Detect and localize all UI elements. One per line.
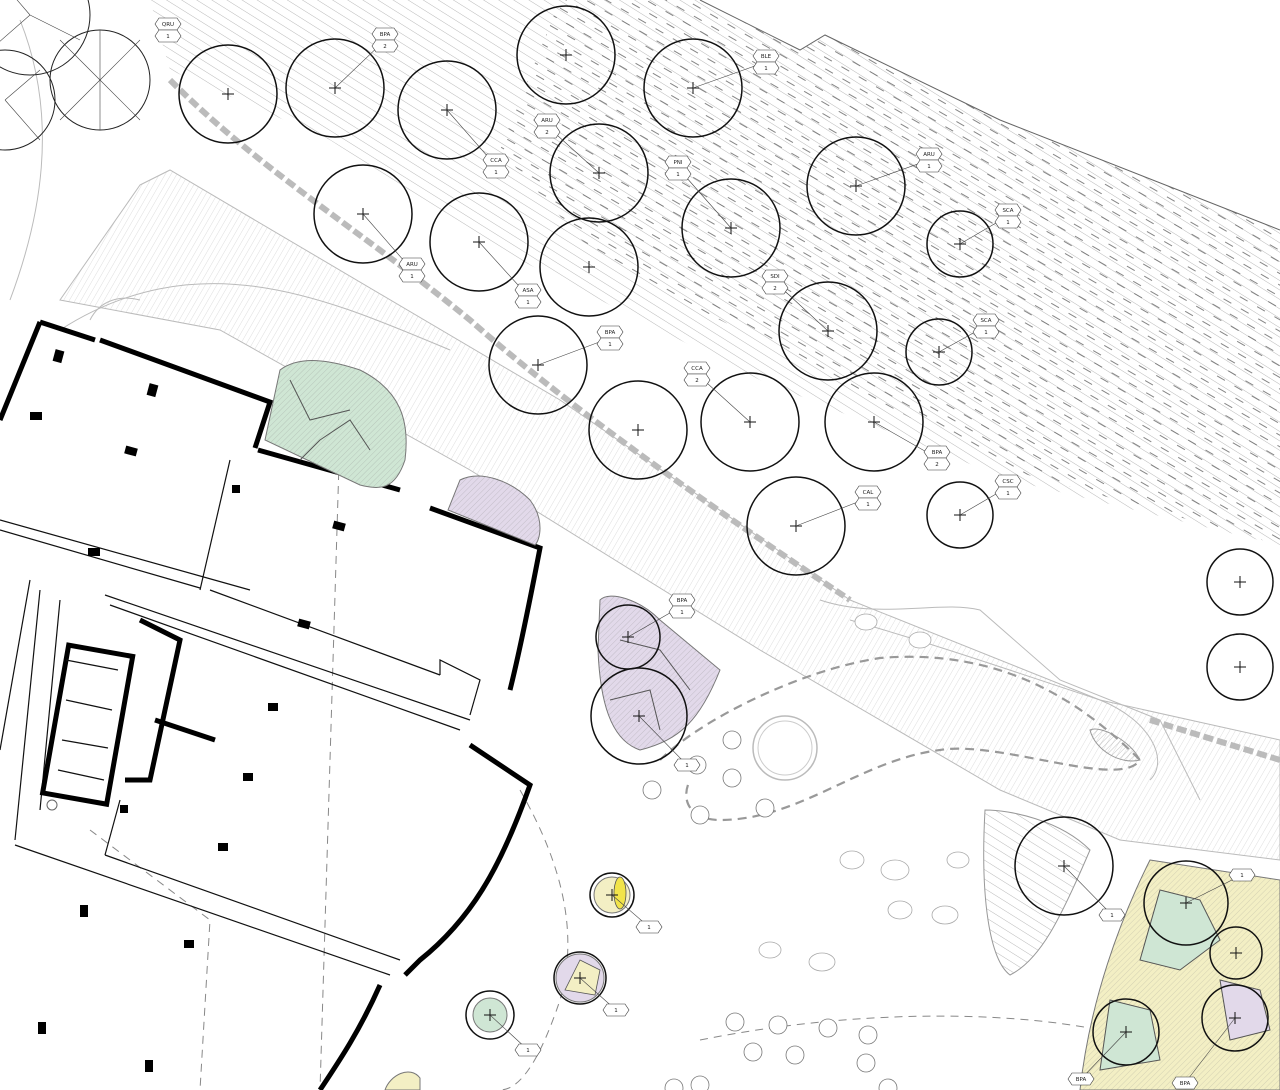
tree-quantity: 1 <box>526 300 530 306</box>
tree-tag: BPA 2 <box>873 421 951 471</box>
tree-canopy-plain-3 <box>178 44 278 144</box>
tree-tag: SCA 1 <box>959 203 1022 245</box>
tree-quantity: 1 <box>526 1048 530 1054</box>
tree-species-code: CSC <box>1002 479 1013 485</box>
tree-tag: BPA 1 <box>537 325 624 366</box>
tree-canopy-plain-5 <box>1206 633 1274 701</box>
tree-species-code: SCA <box>980 318 991 324</box>
tree-quantity: 1 <box>680 610 684 616</box>
tree-quantity: 1 <box>685 763 689 769</box>
tree-tag: 1 <box>1063 865 1126 922</box>
tree-species-code: BLE <box>761 54 772 60</box>
tree-tag: ARU 1 <box>362 213 426 283</box>
tree-quantity: 1 <box>1240 873 1244 879</box>
tree-tag: BLE 1 <box>692 49 780 89</box>
tree-quantity: 2 <box>935 462 939 468</box>
tree-canopy-plain-6 <box>1209 926 1263 980</box>
tree-quantity: 2 <box>545 130 549 136</box>
tree-quantity: 2 <box>383 44 387 50</box>
tree-tag: BPA 1 <box>627 593 696 638</box>
tree-species-code: BPA <box>932 450 943 456</box>
tree-canopy-plain-1 <box>539 217 639 317</box>
tree-tag: CSC 1 <box>959 474 1022 516</box>
tree-quantity: 2 <box>695 378 699 384</box>
tree-tag: ARU 1 <box>855 147 943 187</box>
tree-quantity: 1 <box>866 502 870 508</box>
tree-tag: 1 <box>1185 868 1256 904</box>
plaza-features <box>752 613 1141 972</box>
tree-quantity: 1 <box>166 34 170 40</box>
tree-tag: PNI 1 <box>664 155 732 229</box>
tree-species-code: BPA <box>605 330 616 336</box>
tree-quantity: 1 <box>1110 913 1114 919</box>
tree-species-code: BPA <box>1076 1077 1087 1083</box>
tree-species-code: BPA <box>677 598 688 604</box>
stone-edging <box>9 19 1280 763</box>
tree-tag: CCA 1 <box>446 109 510 179</box>
tree-species-code: CCA <box>490 158 502 164</box>
tree-species-code: SDI <box>770 274 780 280</box>
tree-quantity: 1 <box>494 170 498 176</box>
tree-tag: ARU 2 <box>533 113 600 174</box>
tree-canopy-plain-4 <box>1206 548 1274 616</box>
tree-canopy-plain-0 <box>516 5 616 105</box>
tree-species-code: QRU <box>162 22 174 28</box>
tree-tag: CAL 1 <box>795 485 882 527</box>
tree-species-code: PNI <box>673 160 682 166</box>
tree-tag: SDI 2 <box>761 269 829 332</box>
tree-tag: 1 <box>489 1014 542 1057</box>
tree-tag: 1 <box>579 977 630 1017</box>
cafe-tables <box>642 730 898 1090</box>
tree-species-code: ARU <box>923 152 935 158</box>
tree-canopies <box>178 5 1274 1066</box>
tree-species-code: CCA <box>691 366 703 372</box>
tree-species-code: BPA <box>1180 1081 1191 1087</box>
tree-tag: CCA 2 <box>683 361 751 423</box>
tree-species-code: BPA <box>380 32 391 38</box>
tree-quantity: 1 <box>1006 491 1010 497</box>
tree-quantity: 1 <box>614 1008 618 1014</box>
tree-canopy-plain-2 <box>588 380 688 480</box>
tree-tag: SCA 1 <box>938 313 1000 353</box>
tree-quantity: 1 <box>608 342 612 348</box>
tree-tag: BPA <box>1067 1031 1127 1086</box>
tree-species-code: ARU <box>406 262 418 268</box>
tree-species-code: ARU <box>541 118 553 124</box>
tree-species-code: ASA <box>522 288 533 294</box>
tree-tag: QRU 1 <box>154 17 182 43</box>
tree-quantity: 1 <box>647 925 651 931</box>
tree-tag: 1 <box>611 894 663 934</box>
tree-quantity: 1 <box>764 66 768 72</box>
tree-quantity: 1 <box>927 164 931 170</box>
tree-tag: BPA <box>1171 1017 1236 1090</box>
existing-tree-cluster <box>0 0 151 151</box>
tree-quantity: 1 <box>984 330 988 336</box>
tree-tag: 1 <box>638 715 701 772</box>
tree-tag: ASA 1 <box>478 241 542 309</box>
tree-species-code: SCA <box>1002 208 1013 214</box>
tree-quantity: 1 <box>676 172 680 178</box>
tree-tag: BPA 2 <box>334 27 399 89</box>
tree-quantity: 2 <box>773 286 777 292</box>
circulation-paths <box>59 283 1201 801</box>
tree-species-code: CAL <box>863 490 875 496</box>
tree-quantity: 1 <box>410 274 414 280</box>
tree-quantity: 1 <box>1006 220 1010 226</box>
